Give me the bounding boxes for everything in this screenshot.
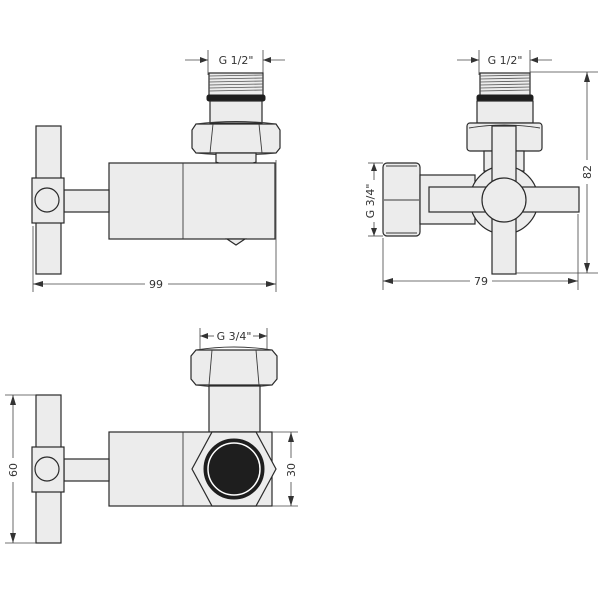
front-handle-cap <box>481 177 527 223</box>
stem <box>63 189 110 213</box>
front-view: G 1/2" <box>364 50 598 290</box>
top-thread-label: G 3/4" <box>217 330 252 343</box>
thread-lines <box>208 74 264 92</box>
top-hex-nut <box>190 349 278 386</box>
side-thread-label: G 1/2" <box>219 54 254 67</box>
front-width-dim: 79 <box>474 275 488 288</box>
side-view: G 1/2" <box>31 50 285 292</box>
side-hex-nut <box>382 162 421 237</box>
valve-body <box>108 162 276 240</box>
front-thread-lines <box>479 74 531 92</box>
o-ring <box>206 94 266 102</box>
front-height-dim: 82 <box>581 165 594 179</box>
port-opening <box>209 444 259 494</box>
top-body-dim: 30 <box>285 463 298 477</box>
top-height-dim: 60 <box>7 463 20 477</box>
front-thread-label: G 1/2" <box>488 54 523 67</box>
collar <box>209 100 263 124</box>
top-view: G 3/4" 60 30 <box>5 328 298 544</box>
top-neck <box>208 385 261 433</box>
handle-cap <box>34 187 60 213</box>
hex-nut <box>191 123 281 154</box>
side-width-dim: 99 <box>149 278 163 291</box>
front-side-thread-label: G 3/4" <box>364 184 377 219</box>
